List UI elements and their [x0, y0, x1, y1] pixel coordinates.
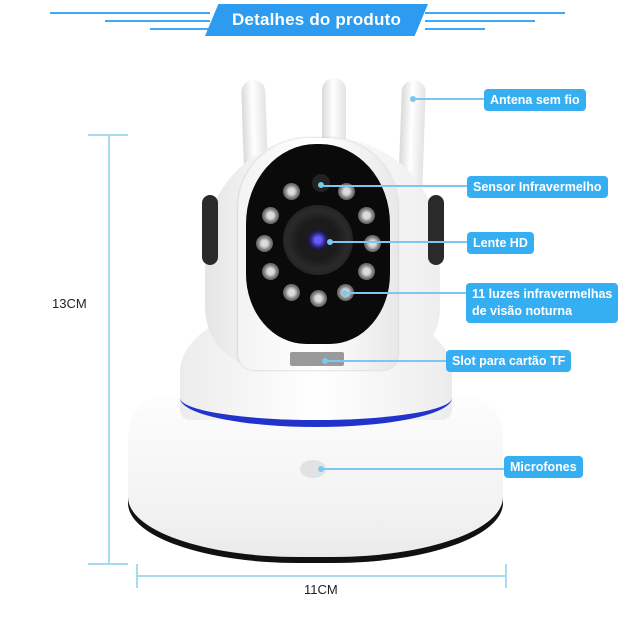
ir-leds-dot	[342, 290, 348, 296]
height-dimension-cap-bottom	[88, 563, 128, 565]
callout-microphone-label: Microfones	[510, 460, 577, 474]
callout-ir-leds-line1: 11 luzes infravermelhas	[472, 287, 613, 301]
ir-led-icon	[262, 207, 279, 224]
width-dimension-line	[136, 575, 506, 577]
callout-antenna-label: Antena sem fio	[490, 93, 580, 107]
header-line-left-3	[150, 28, 210, 30]
header-line-right-3	[425, 28, 485, 30]
callout-microphone: Microfones	[504, 456, 583, 478]
lens-leader	[331, 241, 467, 243]
ir-sensor-dot	[318, 182, 324, 188]
ir-led-icon	[338, 183, 355, 200]
microphone-dot	[318, 466, 324, 472]
callout-ir-sensor-label: Sensor Infravermelho	[473, 180, 602, 194]
header-line-left-1	[50, 12, 210, 14]
ir-sensor-leader	[322, 185, 467, 187]
microphone-leader	[322, 468, 504, 470]
callout-tf-slot: Slot para cartão TF	[446, 350, 572, 372]
callout-ir-leds: 11 luzes infravermelhas de visão noturna	[466, 283, 619, 323]
header-line-right-2	[425, 20, 535, 22]
callout-lens-label: Lente HD	[473, 236, 528, 250]
antenna-leader	[414, 98, 484, 100]
ir-led-icon	[256, 235, 273, 252]
height-dimension-line	[108, 134, 110, 564]
lens-glass	[308, 230, 328, 250]
tf-slot-leader	[326, 360, 446, 362]
ir-led-icon	[283, 284, 300, 301]
height-dimension-label: 13CM	[52, 296, 87, 311]
antenna-dot	[410, 96, 416, 102]
blue-status-ring	[180, 398, 452, 427]
camera-side-right	[428, 195, 444, 265]
callout-lens: Lente HD	[467, 232, 534, 254]
callout-ir-sensor: Sensor Infravermelho	[467, 176, 608, 198]
ir-led-icon	[358, 263, 375, 280]
lens-dot	[327, 239, 333, 245]
header-line-left-2	[105, 20, 210, 22]
ir-led-icon	[364, 235, 381, 252]
camera-side-left	[202, 195, 218, 265]
header-banner: Detalhes do produto	[205, 4, 428, 36]
ir-led-icon	[262, 263, 279, 280]
header-line-right-1	[425, 12, 565, 14]
width-dimension-cap-right	[505, 564, 507, 588]
callout-ir-leds-line2: de visão noturna	[472, 304, 573, 318]
ir-led-icon	[358, 207, 375, 224]
page-title: Detalhes do produto	[231, 10, 402, 29]
callout-antenna: Antena sem fio	[484, 89, 586, 111]
tf-slot-icon	[290, 352, 344, 366]
microphone-icon	[300, 460, 326, 478]
width-dimension-label: 11CM	[304, 582, 338, 597]
ir-led-icon	[310, 290, 327, 307]
ir-leds-leader	[346, 292, 466, 294]
callout-tf-slot-label: Slot para cartão TF	[452, 354, 566, 368]
tf-slot-dot	[322, 358, 328, 364]
ir-led-icon	[283, 183, 300, 200]
